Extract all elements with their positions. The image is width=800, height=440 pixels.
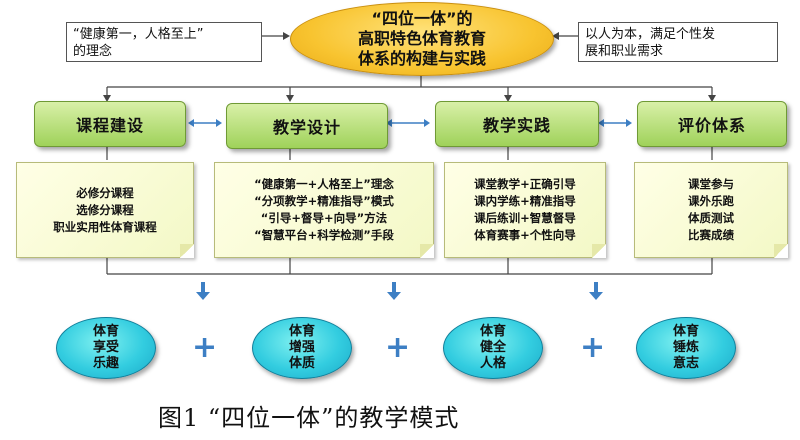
category-teaching-practice: 教学实践: [435, 101, 599, 147]
category-teaching-design: 教学设计: [226, 103, 388, 149]
needs-note: 以人为本，满足个性发 展和职业需求: [578, 22, 778, 62]
category-label: 课程建设: [75, 116, 144, 135]
plus-icon: +: [580, 330, 606, 365]
plus-icon: +: [192, 330, 218, 365]
outcome-line: 体育: [672, 324, 699, 339]
outcome-line: 体质: [288, 356, 315, 371]
detail-line: 课堂教学+正确引导: [474, 177, 576, 191]
detail-note-courses: 必修分课程 选修分课程 职业实用性体育课程: [16, 162, 194, 258]
outcome-line: 体育: [92, 324, 119, 339]
outcome-enjoy-fun: 体育 享受 乐趣: [56, 317, 156, 379]
detail-line: 选修分课程: [76, 202, 134, 217]
detail-line: “健康第一+人格至上”理念: [254, 177, 394, 191]
detail-line: 课后练训+智慧督导: [474, 211, 576, 225]
outcome-line: 增强: [288, 340, 315, 355]
philosophy-note: “健康第一，人格至上” 的理念: [66, 22, 262, 62]
detail-line: “引导+督导+向导”方法: [260, 211, 388, 225]
figure-caption: 图1 “四位一体”的教学模式: [158, 404, 460, 432]
outcome-sound-personality: 体育 健全 人格: [443, 317, 543, 379]
category-label: 教学实践: [482, 116, 551, 135]
outcome-line: 享受: [92, 340, 119, 355]
outcome-line: 锤炼: [672, 340, 699, 355]
detail-line: “智慧平台+科学检测”手段: [254, 228, 394, 242]
central-title-line3: 体系的构建与实践: [357, 49, 486, 68]
category-course-construction: 课程建设: [34, 101, 186, 147]
detail-line: 必修分课程: [76, 185, 134, 200]
category-label: 教学设计: [272, 118, 341, 137]
central-title-line1: “四位一体”的: [371, 9, 473, 28]
philosophy-note-line1: “健康第一，人格至上”: [73, 27, 204, 42]
detail-line: “分项教学+精准指导”模式: [254, 194, 394, 208]
detail-line: 职业实用性体育课程: [53, 219, 157, 234]
detail-line: 课外乐跑: [688, 194, 734, 208]
outcome-line: 体育: [479, 324, 506, 339]
detail-note-practice: 课堂教学+正确引导 课内学练+精准指导 课后练训+智慧督导 体育赛事+个性向导: [444, 162, 606, 258]
central-title-line2: 高职特色体育教育: [357, 29, 486, 48]
needs-note-line2: 展和职业需求: [585, 44, 664, 59]
detail-line: 比赛成绩: [688, 228, 734, 242]
outcome-line: 体育: [288, 324, 315, 339]
outcome-line: 乐趣: [92, 356, 119, 371]
detail-note-evaluation: 课堂参与 课外乐跑 体质测试 比赛成绩: [634, 162, 788, 258]
outcome-line: 健全: [479, 340, 506, 355]
needs-note-line1: 以人为本，满足个性发: [585, 27, 716, 42]
plus-icon: +: [385, 330, 411, 365]
detail-line: 体质测试: [688, 211, 734, 225]
outcome-temper-will: 体育 锤炼 意志: [636, 317, 736, 379]
outcome-line: 人格: [479, 356, 506, 371]
detail-line: 课内学练+精准指导: [474, 194, 576, 208]
category-label: 评价体系: [677, 116, 746, 135]
detail-line: 课堂参与: [688, 177, 734, 191]
central-title-node: “四位一体”的 高职特色体育教育 体系的构建与实践: [290, 2, 554, 76]
philosophy-note-line2: 的理念: [73, 44, 113, 59]
detail-note-design: “健康第一+人格至上”理念 “分项教学+精准指导”模式 “引导+督导+向导”方法…: [214, 162, 434, 258]
category-evaluation-system: 评价体系: [637, 101, 787, 147]
detail-line: 体育赛事+个性向导: [474, 228, 576, 242]
outcome-enhance-physique: 体育 增强 体质: [252, 317, 352, 379]
outcome-line: 意志: [672, 356, 699, 371]
